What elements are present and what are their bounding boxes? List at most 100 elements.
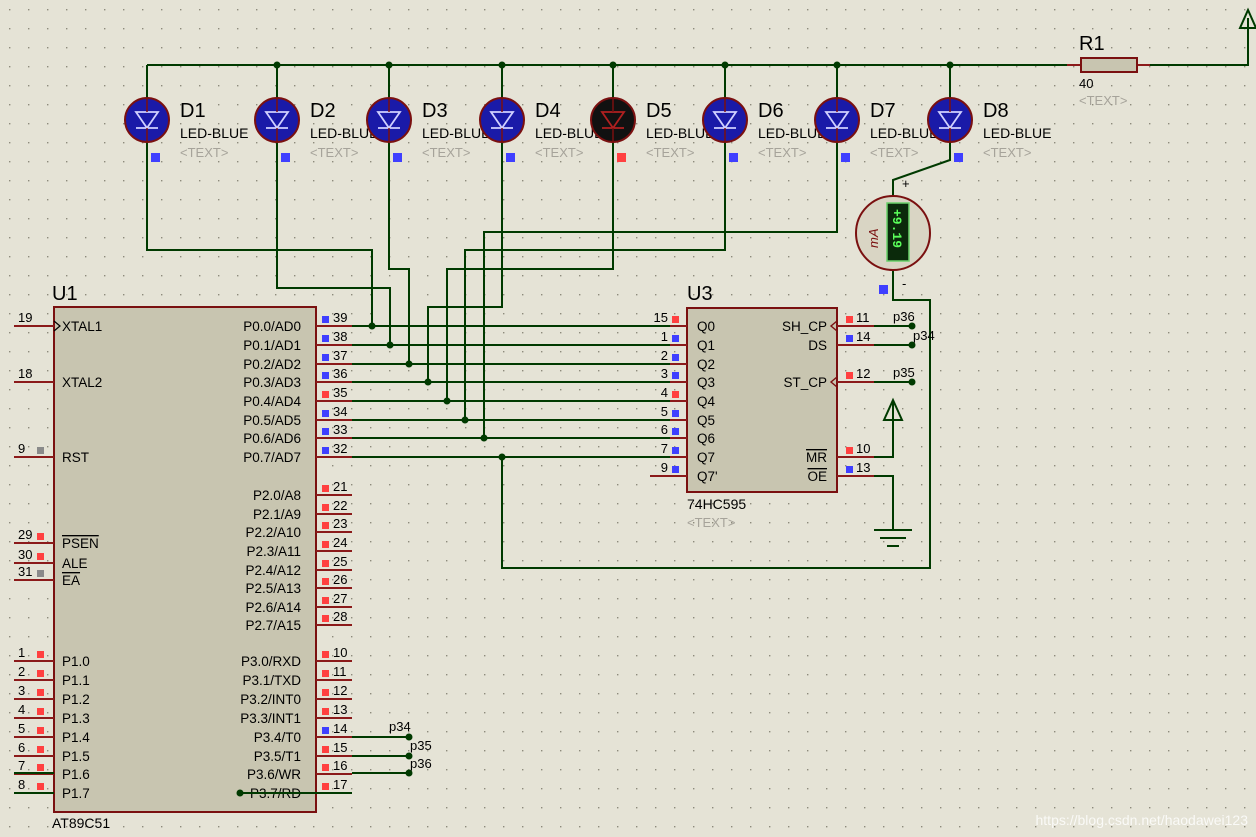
led-state-marker [954, 153, 963, 162]
pin-label: P2.0/A8 [253, 488, 301, 503]
u1-pin-3[interactable]: 3P1.2 [14, 683, 90, 707]
pin-number: 27 [333, 591, 347, 606]
ammeter-state-marker [879, 285, 888, 294]
led-ref: D2 [310, 100, 336, 122]
pin-number: 31 [18, 564, 32, 579]
pin-number: 5 [661, 404, 668, 419]
pin-state-marker [672, 391, 679, 398]
pin-number: 7 [18, 758, 25, 773]
u1-pin-1[interactable]: 1P1.0 [14, 645, 90, 669]
u1-pin-4[interactable]: 4P1.3 [14, 702, 90, 726]
vcc-terminal-mr [882, 397, 904, 421]
pin-label: XTAL2 [62, 375, 102, 390]
resistor-r1[interactable]: R1 40 <TEXT> [1067, 33, 1150, 108]
pin-number: 16 [333, 758, 347, 773]
pin-state-marker [37, 553, 44, 560]
wiring [14, 28, 1249, 794]
pin-label: P3.4/T0 [254, 730, 301, 745]
u3-pin-9[interactable]: 9Q7' [650, 460, 718, 484]
pin-state-marker [322, 651, 329, 658]
pin-number: 11 [856, 310, 870, 325]
led-ref: D7 [870, 100, 896, 122]
pin-number: 37 [333, 348, 347, 363]
pin-label: Q1 [697, 338, 715, 353]
led-text-placeholder: <TEXT> [180, 145, 228, 160]
pin-label: Q5 [697, 413, 715, 428]
pin-number: 1 [18, 645, 25, 660]
u1-pin-5[interactable]: 5P1.4 [14, 721, 90, 745]
pin-label: P1.0 [62, 654, 90, 669]
led-part: LED-BLUE [870, 125, 938, 141]
ground-symbol [874, 529, 912, 547]
u1-pin-2[interactable]: 2P1.1 [14, 664, 90, 688]
pin-number: 10 [856, 441, 870, 456]
pin-number: 15 [333, 740, 347, 755]
led-text-placeholder: <TEXT> [758, 145, 806, 160]
pin-label: DS [808, 338, 827, 353]
pin-state-marker [322, 316, 329, 323]
pin-state-marker [322, 428, 329, 435]
pin-label: P1.3 [62, 711, 90, 726]
u1-microcontroller[interactable]: U1 19XTAL118XTAL29RST29PSEN30ALE31EA1P1.… [14, 283, 352, 831]
pin-number: 30 [18, 547, 32, 562]
pin-state-marker [37, 783, 44, 790]
r1-text-placeholder: <TEXT> [1079, 93, 1127, 108]
u1-body [53, 306, 317, 813]
milliammeter[interactable]: + mA +9.19 - [855, 176, 931, 294]
pin-number: 13 [856, 460, 870, 475]
pin-label: P2.4/A12 [245, 563, 301, 578]
u1-pin-6[interactable]: 6P1.5 [14, 740, 90, 764]
pin-number: 11 [333, 664, 347, 679]
pin-label: Q7' [697, 469, 718, 484]
pin-label: P0.2/AD2 [243, 357, 301, 372]
led-state-marker [151, 153, 160, 162]
pin-state-marker [672, 316, 679, 323]
pin-label: P1.4 [62, 730, 90, 745]
